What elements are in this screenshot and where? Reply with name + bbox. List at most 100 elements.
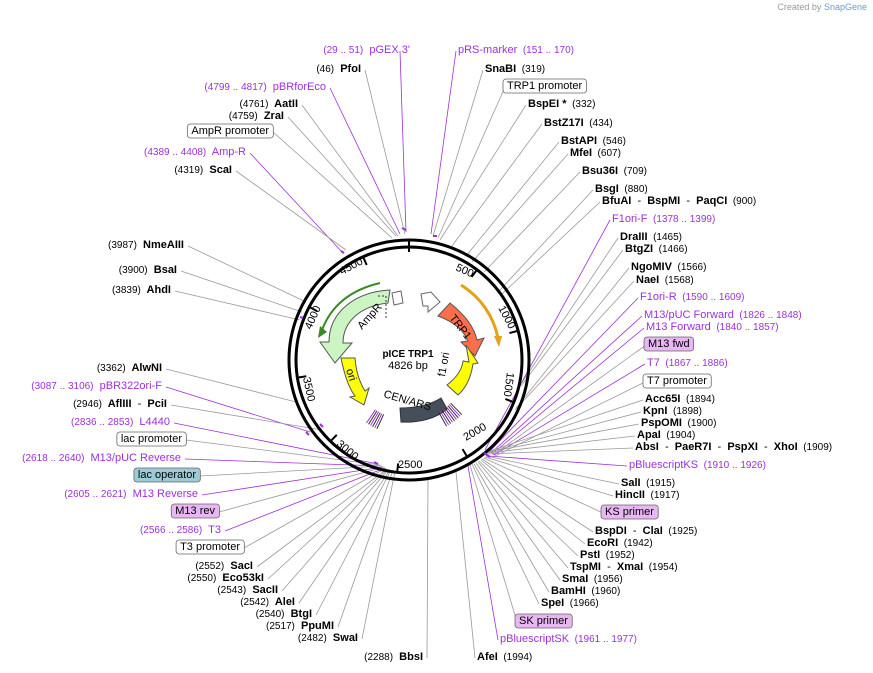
- site-label-smai[interactable]: SmaI (1956): [562, 573, 623, 585]
- site-label-bbsi[interactable]: (2288) BbsI: [364, 651, 423, 663]
- site-label-pgex3[interactable]: (29 .. 51) pGEX 3': [323, 44, 410, 56]
- site-label-lacprom[interactable]: lac promoter: [116, 431, 187, 447]
- site-label-eco53ki[interactable]: (2550) Eco53kI: [187, 572, 264, 584]
- site-label-bsai[interactable]: (3900) BsaI: [119, 264, 177, 276]
- site-label-bstapi[interactable]: BstAPI (546): [561, 135, 626, 147]
- site-label-draiii[interactable]: DraIII (1465): [620, 231, 682, 243]
- leader-bstz17i: [451, 123, 543, 247]
- site-label-amprprom[interactable]: AmpR promoter: [186, 123, 274, 139]
- leader-t3prom: [243, 467, 387, 549]
- site-label-part: AatII: [268, 98, 298, 110]
- trp1-feature-arrow[interactable]: [437, 302, 485, 357]
- site-label-trp1prom[interactable]: TRP1 promoter: [502, 78, 587, 94]
- site-label-sacii[interactable]: (2543) SacII: [217, 584, 278, 596]
- leader-bamhi: [473, 463, 550, 593]
- site-label-part: (1915): [641, 478, 675, 489]
- site-label-text-acc65i: Acc65I (1894): [645, 393, 715, 405]
- site-label-prsmarker[interactable]: pRS-marker (151 .. 170): [458, 44, 574, 56]
- site-label-ecori[interactable]: EcoRI (1942): [587, 537, 653, 549]
- site-label-part: (2543): [217, 585, 246, 596]
- site-label-saci[interactable]: (2552) SacI: [195, 560, 253, 572]
- site-label-pbrforeco[interactable]: (4799 .. 4817) pBRforEco: [204, 81, 326, 93]
- cenars-feature[interactable]: [399, 397, 448, 423]
- site-label-part: (1465): [648, 232, 682, 243]
- site-label-ksprimer[interactable]: KS primer: [600, 504, 659, 520]
- site-label-t3[interactable]: (2566 .. 2586) T3: [140, 524, 221, 536]
- site-label-mfei[interactable]: MfeI (607): [570, 147, 621, 159]
- site-label-acc65i[interactable]: Acc65I (1894): [645, 393, 715, 405]
- site-label-t7[interactable]: T7 (1867 .. 1886): [647, 357, 728, 369]
- site-label-bsu36i[interactable]: Bsu36I (709): [582, 165, 647, 177]
- site-label-alwni[interactable]: (3362) AlwNI: [97, 362, 162, 374]
- site-label-kpni[interactable]: KpnI (1898): [643, 405, 702, 417]
- site-label-skprimer[interactable]: SK primer: [514, 613, 573, 629]
- site-label-t7prom[interactable]: T7 promoter: [642, 373, 712, 389]
- site-label-f1orir[interactable]: F1ori-R (1590 .. 1609): [640, 291, 745, 303]
- site-label-bspdi[interactable]: BspDI - ClaI (1925): [595, 525, 697, 537]
- site-label-part: (1952): [600, 550, 634, 561]
- site-label-bamhi[interactable]: BamHI (1960): [551, 585, 620, 597]
- site-label-ppumi[interactable]: (2517) PpuMI: [266, 620, 334, 632]
- site-label-f1orif[interactable]: F1ori-F (1378 .. 1399): [612, 213, 715, 225]
- site-label-tspmi[interactable]: TspMI - XmaI (1954): [570, 561, 678, 573]
- leader-apai: [486, 435, 636, 454]
- site-label-afei[interactable]: AfeI (1994): [477, 651, 532, 663]
- site-label-pbluescriptsk[interactable]: pBluescriptSK (1961 .. 1977): [500, 633, 637, 645]
- site-label-bspei[interactable]: BspEI * (332): [528, 98, 595, 110]
- site-label-bsgi[interactable]: BsgI (880): [595, 183, 648, 195]
- site-label-absi[interactable]: AbsI - PaeR7I - PspXI - XhoI (1909): [635, 441, 832, 453]
- site-label-m13forward[interactable]: M13 Forward (1840 .. 1857): [646, 321, 779, 333]
- site-label-apai[interactable]: ApaI (1904): [637, 429, 695, 441]
- site-label-l4440[interactable]: (2836 .. 2853) L4440: [71, 416, 170, 428]
- site-label-ngomiv[interactable]: NgoMIV (1566): [631, 261, 706, 273]
- site-label-spei[interactable]: SpeI (1966): [541, 597, 599, 609]
- site-label-afliii[interactable]: (2946) AflIII - PciI: [73, 398, 167, 410]
- site-label-m13pucfwd[interactable]: M13/pUC Forward (1826 .. 1848): [644, 309, 802, 321]
- site-label-part: BtgZI: [625, 243, 653, 255]
- site-label-bstz17i[interactable]: BstZ17I (434): [544, 117, 613, 129]
- site-label-m13reverse[interactable]: (2605 .. 2621) M13 Reverse: [64, 488, 198, 500]
- site-label-pbluescriptks[interactable]: pBluescriptKS (1910 .. 1926): [629, 459, 766, 471]
- site-label-aatii[interactable]: (4761) AatII: [240, 98, 298, 110]
- site-label-part: T7 promoter: [647, 375, 707, 387]
- site-label-part: -: [601, 561, 617, 573]
- site-label-swai[interactable]: (2482) SwaI: [298, 632, 358, 644]
- leader-m13forward: [491, 327, 645, 455]
- site-label-t3prom[interactable]: T3 promoter: [175, 539, 245, 555]
- site-label-m13pucrev[interactable]: (2618 .. 2640) M13/pUC Reverse: [22, 452, 181, 464]
- leader-absi: [485, 447, 634, 455]
- site-label-hincii[interactable]: HincII (1917): [615, 489, 679, 501]
- site-label-ahdi[interactable]: (3839) AhdI: [112, 284, 171, 296]
- site-label-naei[interactable]: NaeI (1568): [636, 274, 694, 286]
- site-label-part: BsgI: [595, 183, 619, 195]
- site-label-pfoi[interactable]: (46) PfoI: [316, 63, 361, 75]
- site-label-m13rev[interactable]: M13 rev: [170, 503, 220, 519]
- site-label-text-afliii: (2946) AflIII - PciI: [73, 398, 167, 410]
- site-label-psti[interactable]: PstI (1952): [580, 549, 635, 561]
- site-label-zrai[interactable]: (4759) ZraI: [229, 110, 284, 122]
- site-label-btgi[interactable]: (2540) BtgI: [256, 608, 312, 620]
- site-label-pspomi[interactable]: PspOMI (1900): [641, 417, 716, 429]
- site-label-sali[interactable]: SalI (1915): [621, 477, 675, 489]
- f1ori-feature-arrow[interactable]: [446, 344, 479, 396]
- site-label-part: (4759): [229, 111, 258, 122]
- site-label-text-lacop: lac operator: [138, 469, 196, 481]
- ampr-promoter-arrow[interactable]: [391, 290, 404, 306]
- site-label-m13fwd[interactable]: M13 fwd: [643, 336, 694, 352]
- site-label-nmeaiii[interactable]: (3987) NmeAIII: [108, 239, 184, 251]
- site-label-part: PspXI: [727, 441, 758, 453]
- trp1-promoter-arrow[interactable]: [420, 291, 441, 314]
- site-label-alei[interactable]: (2542) AleI: [240, 596, 295, 608]
- site-label-bfuai[interactable]: BfuAI - BspMI - PaqCI (900): [602, 195, 756, 207]
- site-label-lacop[interactable]: lac operator: [133, 467, 201, 483]
- site-label-btgzi[interactable]: BtgZI (1466): [625, 243, 688, 255]
- ampr-feature-arrow[interactable]: [319, 289, 391, 364]
- site-label-part: M13 Forward: [646, 321, 711, 333]
- site-label-ampr[interactable]: (4389 .. 4408) Amp-R: [144, 146, 246, 158]
- site-label-scai[interactable]: (4319) ScaI: [174, 164, 232, 176]
- site-label-pbr322[interactable]: (3087 .. 3106) pBR322ori-F: [31, 380, 162, 392]
- site-label-snabi[interactable]: SnaBI (319): [485, 63, 545, 75]
- site-label-text-sacii: (2543) SacII: [217, 584, 278, 596]
- site-label-text-pbrforeco: (4799 .. 4817) pBRforEco: [204, 81, 326, 93]
- ori-feature-arrow[interactable]: [340, 357, 370, 406]
